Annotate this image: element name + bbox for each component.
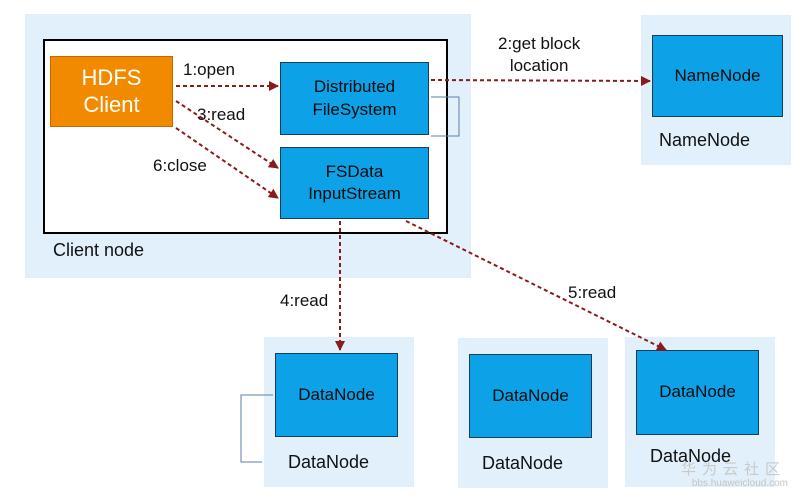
namenode-label: NameNode — [659, 130, 751, 150]
watermark-cn: 华为云社区 — [680, 460, 786, 478]
client-node-label: Client node — [53, 240, 145, 260]
hdfs-client-box: HDFS Client — [50, 56, 173, 127]
fsdata-inputstream-box: FSData InputStream — [280, 147, 429, 219]
distributed-filesystem-box: Distributed FileSystem — [280, 62, 429, 135]
watermark-url: bbs.huaweicloud.com — [691, 478, 788, 489]
datanode-box-3: DataNode — [636, 350, 759, 435]
namenode-box: NameNode — [652, 35, 783, 117]
edge-label-read5: 5:read — [568, 283, 617, 302]
datanode-box-2: DataNode — [469, 354, 592, 438]
datanode-box-1: DataNode — [275, 353, 398, 437]
edge-label-close: 6:close — [153, 156, 207, 175]
edge-label-open: 1:open — [183, 60, 235, 79]
datanode-label-2: DataNode — [482, 453, 564, 473]
edge-label-get-block: 2:get block location — [498, 34, 581, 76]
datanode-label-1: DataNode — [288, 452, 370, 472]
edge-label-read4: 4:read — [280, 291, 329, 310]
datanode-label-3: DataNode — [650, 446, 732, 466]
edge-label-read3: 3:read — [197, 105, 246, 124]
